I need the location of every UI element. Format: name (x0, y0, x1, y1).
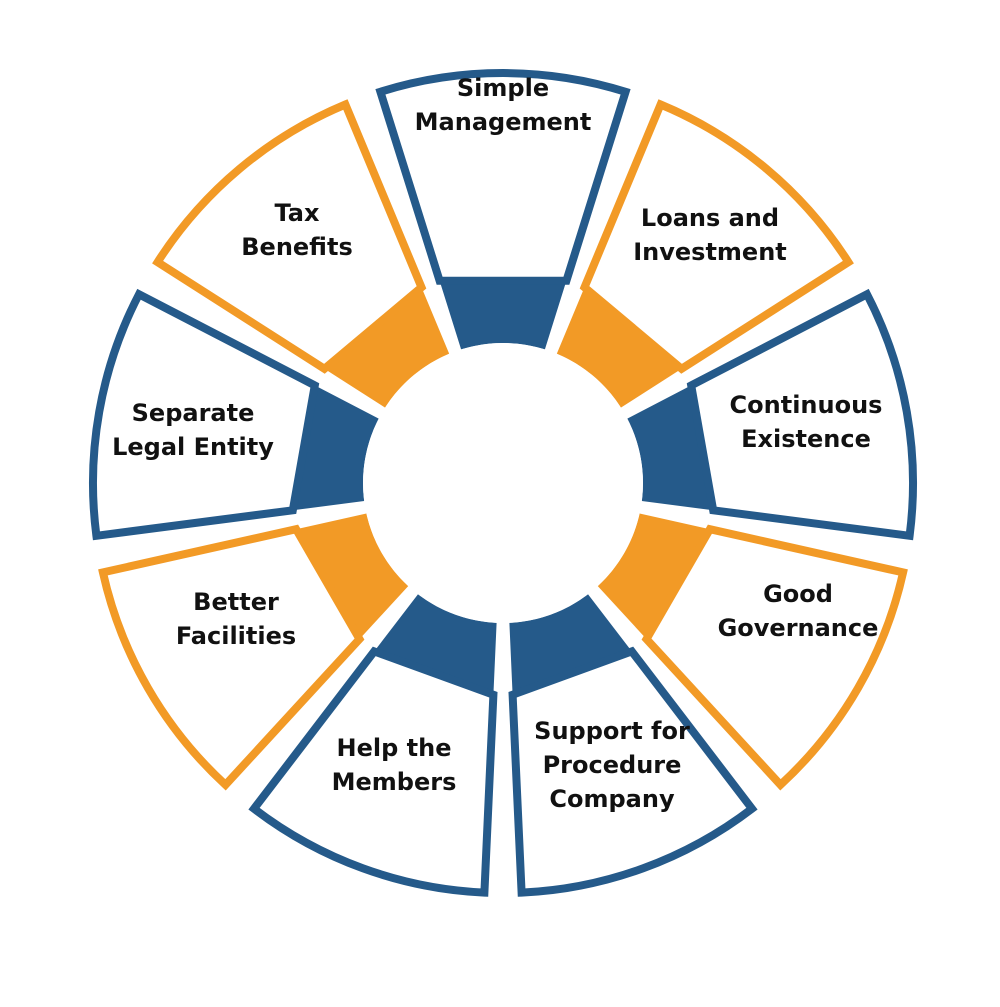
segment-better-facilities (98, 524, 365, 791)
label-line: Company (549, 785, 675, 813)
center-hole (363, 343, 643, 623)
segment-support-procedure (508, 646, 758, 897)
segment-good-governance (641, 524, 908, 791)
segment-simple-management (375, 69, 631, 285)
label-line: Help the (337, 734, 452, 762)
label-line: Continuous (730, 391, 883, 419)
segment-separate-legal (89, 288, 320, 541)
label-line: Investment (633, 238, 787, 266)
label-line: Existence (741, 425, 871, 453)
label-line: Simple (457, 74, 549, 102)
ring-section-good-governance (597, 513, 710, 640)
label-line: Tax (275, 199, 320, 227)
ring-section-tax-benefits (324, 287, 450, 408)
ring-section-loans-investment (556, 287, 682, 408)
label-line: Members (332, 768, 457, 796)
segment-help-members (248, 646, 498, 897)
label-line: Good (763, 580, 833, 608)
label-line: Procedure (543, 751, 682, 779)
label-line: Legal Entity (112, 433, 274, 461)
label-line: Separate (132, 399, 255, 427)
label-line: Facilities (176, 622, 296, 650)
segment-continuous-existence (686, 288, 917, 541)
ring-section-better-facilities (296, 513, 409, 640)
label-line: Support for (534, 717, 690, 745)
outer-segments (89, 69, 917, 897)
label-line: Better (193, 588, 279, 616)
label-line: Loans and (641, 204, 779, 232)
segment-tax-benefits (152, 99, 427, 374)
label-line: Management (415, 108, 592, 136)
label-line: Benefits (241, 233, 352, 261)
label-line: Governance (718, 614, 879, 642)
ring-section-simple-management (439, 270, 567, 350)
segment-loans-investment (579, 99, 854, 374)
